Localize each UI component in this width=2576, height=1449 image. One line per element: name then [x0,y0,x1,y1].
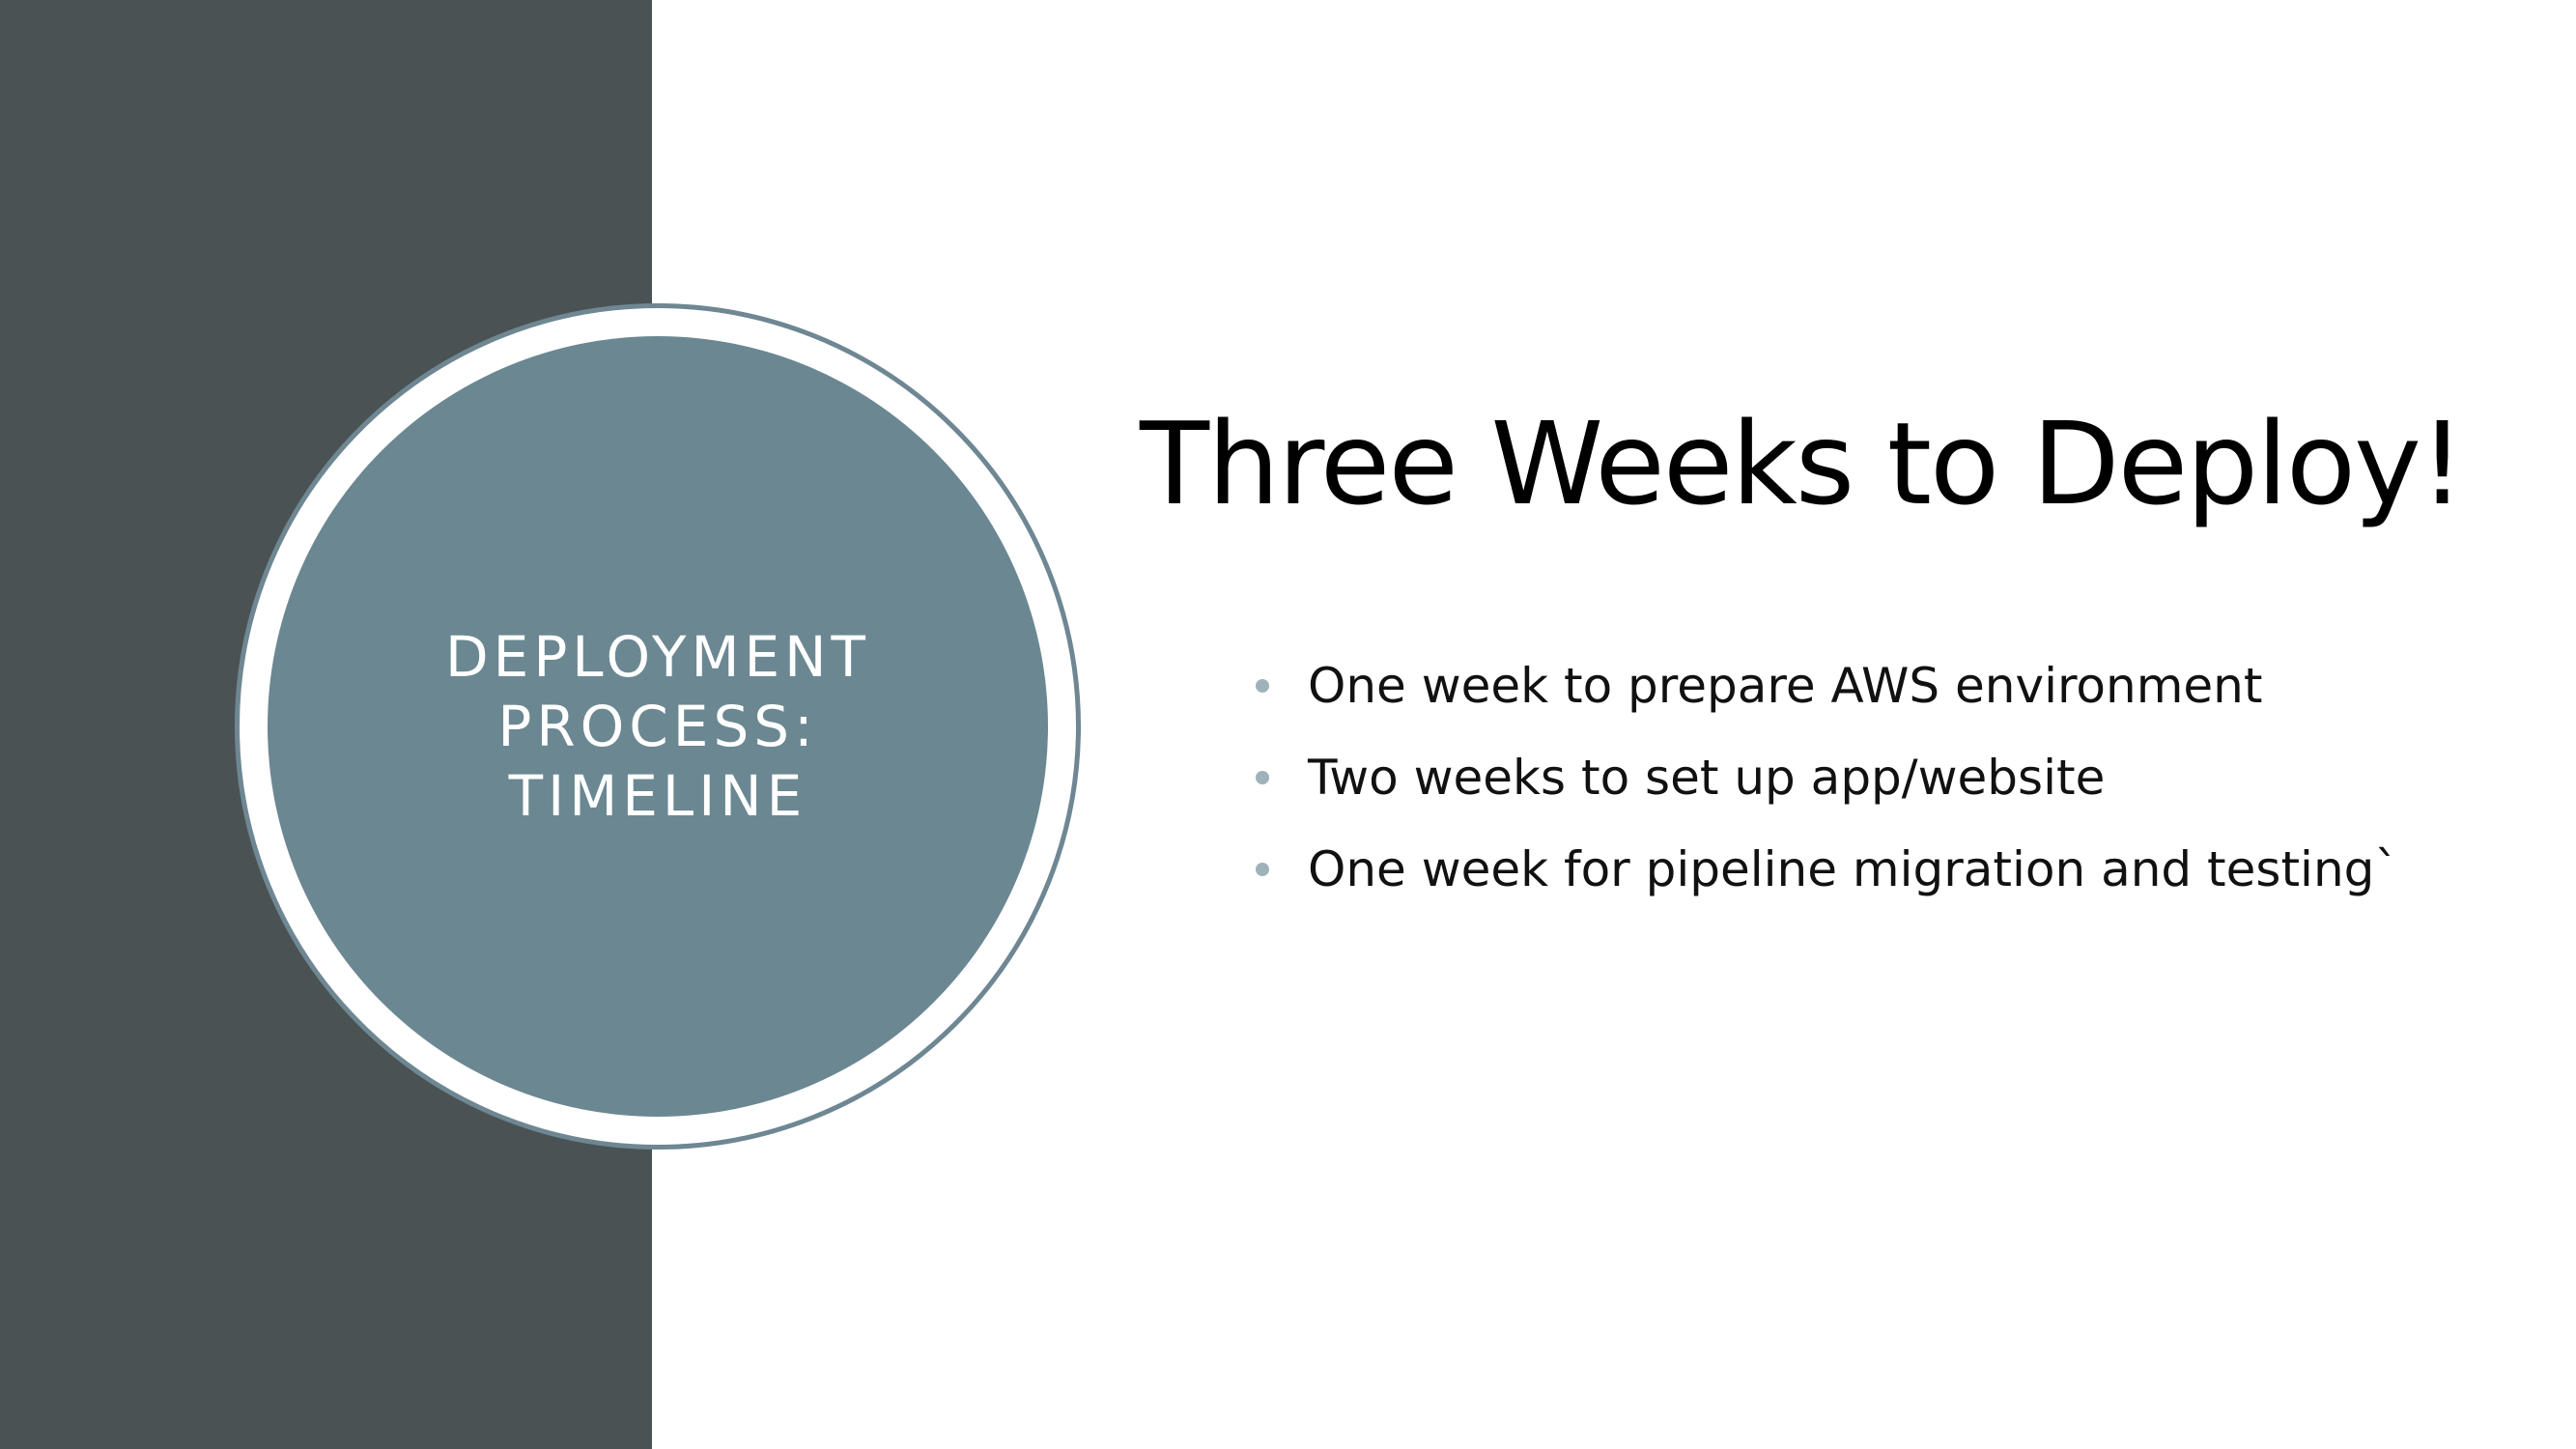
bullet-text: One week to prepare AWS environment [1308,657,2263,714]
bullet-item: One week to prepare AWS environment [1256,639,2398,731]
section-label: DEPLOYMENT PROCESS: TIMELINE [387,622,928,831]
section-circle: DEPLOYMENT PROCESS: TIMELINE [268,336,1048,1117]
bullet-text: One week for pipeline migration and test… [1308,840,2399,897]
section-label-line: TIMELINE [508,763,807,829]
bullet-item: Two weeks to set up app/website [1256,731,2398,823]
bullet-list: One week to prepare AWS environment Two … [1256,639,2398,915]
bullet-icon [1256,862,1269,876]
slide-title: Three Weeks to Deploy! [1140,397,2465,530]
section-label-line: PROCESS: [497,694,818,759]
bullet-icon [1256,770,1269,784]
bullet-icon [1256,678,1269,693]
bullet-text: Two weeks to set up app/website [1308,749,2106,806]
bullet-item: One week for pipeline migration and test… [1256,823,2398,915]
section-label-line: DEPLOYMENT [445,624,870,690]
